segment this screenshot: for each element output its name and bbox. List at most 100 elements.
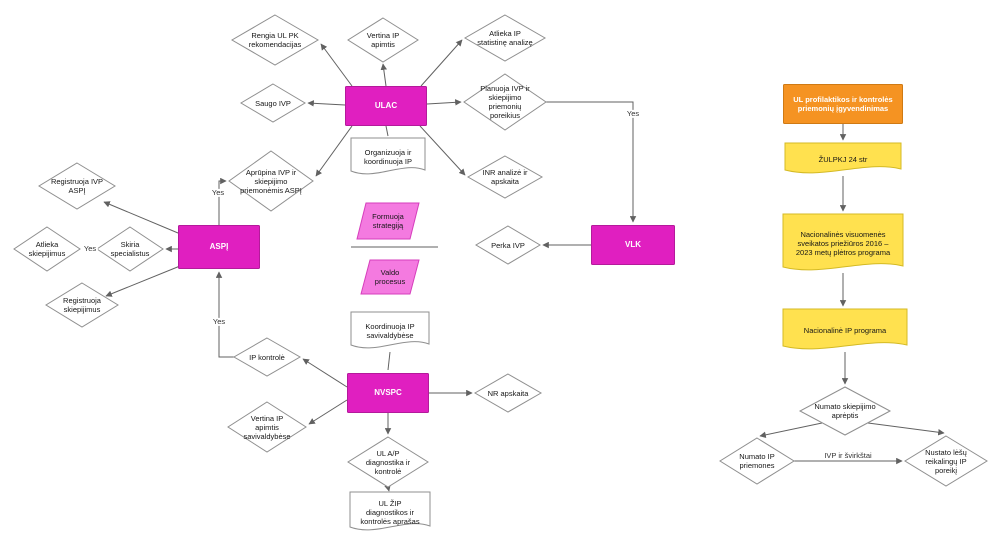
edge-ulac-to-rengia [320, 43, 353, 87]
node-label: Saugo IVP [255, 98, 291, 108]
doc-shape [350, 137, 426, 175]
node-atlieka-statistine-analize[interactable]: Atlieka IP statistinę analizę [463, 14, 547, 62]
node-registruoja-skiepijimus[interactable]: Registruoja skiepijimus [45, 282, 119, 328]
node-ul-zip-aprasas[interactable]: UL ŽIP diagnostikos ir kontrolės aprašas [349, 491, 431, 532]
node-ul-ap-diagnostika[interactable]: UL A/P diagnostika ir kontrolė [347, 436, 429, 488]
node-label: ULAC [374, 101, 398, 111]
node-label: Skiria specialistus [110, 240, 150, 258]
node-numato-apreptis[interactable]: Numato skiepijimo aprėptis [798, 386, 892, 436]
para-shape [360, 259, 420, 295]
rect-shape [345, 86, 427, 126]
rect-shape [591, 225, 675, 265]
node-label: Nacionalinės visuomenės sveikatos prieži… [795, 229, 891, 257]
diamond-shape [227, 401, 307, 453]
doc-shape [350, 311, 430, 349]
node-aspi[interactable]: ASPĮ [178, 225, 260, 269]
edge-aspi-to-registruoja-skiepijimus [105, 265, 181, 297]
node-nr-apskaita[interactable]: NR apskaita [473, 373, 543, 413]
edge-nvspc-to-vertina-savivaldybese [308, 399, 348, 425]
node-label: Valdo procesus [374, 268, 406, 286]
diamond-shape [798, 386, 892, 436]
para-shape [356, 202, 420, 240]
node-label: Formuoja strategiją [372, 212, 404, 230]
node-atlieka-skiepijimus[interactable]: Atlieka skiepijimus [13, 226, 81, 272]
node-label: Nacionalinė IP programa [803, 325, 887, 335]
node-vlk[interactable]: VLK [591, 225, 675, 265]
node-label: Atlieka skiepijimus [28, 240, 66, 258]
node-label: VLK [625, 240, 641, 250]
node-ulac[interactable]: ULAC [345, 86, 427, 126]
diamond-shape [228, 150, 314, 212]
node-label: Numato IP priemones [739, 452, 775, 470]
node-valdo-procesus[interactable]: Valdo procesus [360, 259, 420, 295]
edge-nvspc-to-ip-kontrole [302, 358, 348, 388]
diamond-shape [232, 337, 302, 377]
edge-ulac-to-planuoja [426, 99, 462, 106]
edge-planuoja-to-vlk [546, 101, 637, 223]
doc-shape [782, 213, 904, 271]
edge-label: IVP ir švirkštai [822, 450, 874, 461]
node-koordinuoja-ip-savivaldybese[interactable]: Koordinuoja IP savivaldybėse [350, 311, 430, 350]
diamond-shape [473, 373, 543, 413]
diamond-shape [347, 17, 419, 63]
node-planuoja-poreikius[interactable]: Planuoja IVP ir skiepijimo priemonių por… [463, 73, 547, 131]
node-ip-kontrole[interactable]: IP kontrolė [232, 337, 302, 377]
diamond-shape [904, 435, 988, 487]
node-rengia-rekomendacijas[interactable]: Rengia UL PK rekomendacijas [231, 14, 319, 66]
edge-label: Yes [624, 108, 642, 119]
node-label: Aprūpina IVP ir skiepijimo priemonėmis A… [240, 167, 302, 195]
node-label: Koordinuoja IP savivaldybėse [365, 322, 415, 340]
diamond-shape [240, 83, 306, 123]
rect-shape [783, 84, 903, 124]
node-formuoja-strategija[interactable]: Formuoja strategiją [356, 202, 420, 240]
diamond-shape [231, 14, 319, 66]
diamond-shape [13, 226, 81, 272]
node-inr-analize-apskaita[interactable]: INR analizė ir apskaita [466, 155, 544, 199]
edge-apreptis-to-priemones [759, 422, 823, 438]
node-label: Organizuoja ir koordinuoja IP [364, 148, 412, 166]
node-label: Vertina IP apimtis [366, 31, 400, 49]
node-label: UL profilaktikos ir kontrolės priemonių … [793, 95, 893, 113]
node-zulpkj-24-str[interactable]: ŽULPKJ 24 str [784, 142, 902, 175]
edge-ulac-to-saugo [307, 100, 346, 107]
node-label: INR analizė ir apskaita [482, 168, 528, 186]
node-nustato-lesu-poreiki[interactable]: Nustato lėšų reikalingų IP poreikį [904, 435, 988, 487]
node-ul-profilaktika-igyvendinimas[interactable]: UL profilaktikos ir kontrolės priemonių … [783, 84, 903, 124]
edge-ulac-to-organizuoja [385, 125, 389, 137]
node-vertina-ip-apimtis[interactable]: Vertina IP apimtis [347, 17, 419, 63]
node-label: Registruoja IVP ASPĮ [50, 177, 104, 195]
node-organizuoja-koordinuoja-ip[interactable]: Organizuoja ir koordinuoja IP [350, 137, 426, 176]
node-vertina-ip-savivaldybese[interactable]: Vertina IP apimtis savivaldybėse [227, 401, 307, 453]
node-label: NVSPC [374, 388, 402, 398]
node-label: Numato skiepijimo aprėptis [814, 402, 876, 420]
node-registruoja-ivp-aspi[interactable]: Registruoja IVP ASPĮ [38, 162, 116, 210]
diamond-shape [38, 162, 116, 210]
edge-ulac-to-aprupina [315, 125, 353, 177]
rect-shape [178, 225, 260, 269]
node-perka-ivp[interactable]: Perka IVP [475, 225, 541, 265]
node-nacionaline-ip-programa[interactable]: Nacionalinė IP programa [782, 308, 908, 351]
diamond-shape [96, 226, 164, 272]
node-nvspc[interactable]: NVSPC [347, 373, 429, 413]
node-numato-ip-priemones[interactable]: Numato IP priemones [719, 437, 795, 485]
node-label: NR apskaita [487, 388, 529, 398]
node-skiria-specialistus[interactable]: Skiria specialistus [96, 226, 164, 272]
edge-ulac-to-atlieka-statistine [420, 39, 463, 87]
diamond-shape [45, 282, 119, 328]
node-label: ŽULPKJ 24 str [818, 154, 868, 164]
doc-shape [784, 142, 902, 174]
node-label: IP kontrolė [249, 352, 285, 362]
edge-aspi-to-registruoja-ivp [103, 201, 179, 234]
node-nacionalines-pletros-programa[interactable]: Nacionalinės visuomenės sveikatos prieži… [782, 213, 904, 272]
edge-label: Yes [209, 187, 227, 198]
node-saugo-ivp[interactable]: Saugo IVP [240, 83, 306, 123]
node-label: Vertina IP apimtis savivaldybėse [243, 413, 291, 441]
node-label: ASPĮ [209, 242, 229, 252]
diamond-shape [719, 437, 795, 485]
node-aprupina-aspi[interactable]: Aprūpina IVP ir skiepijimo priemonėmis A… [228, 150, 314, 212]
diamond-shape [475, 225, 541, 265]
edge-ulac-to-inr [419, 125, 466, 176]
rect-shape [347, 373, 429, 413]
